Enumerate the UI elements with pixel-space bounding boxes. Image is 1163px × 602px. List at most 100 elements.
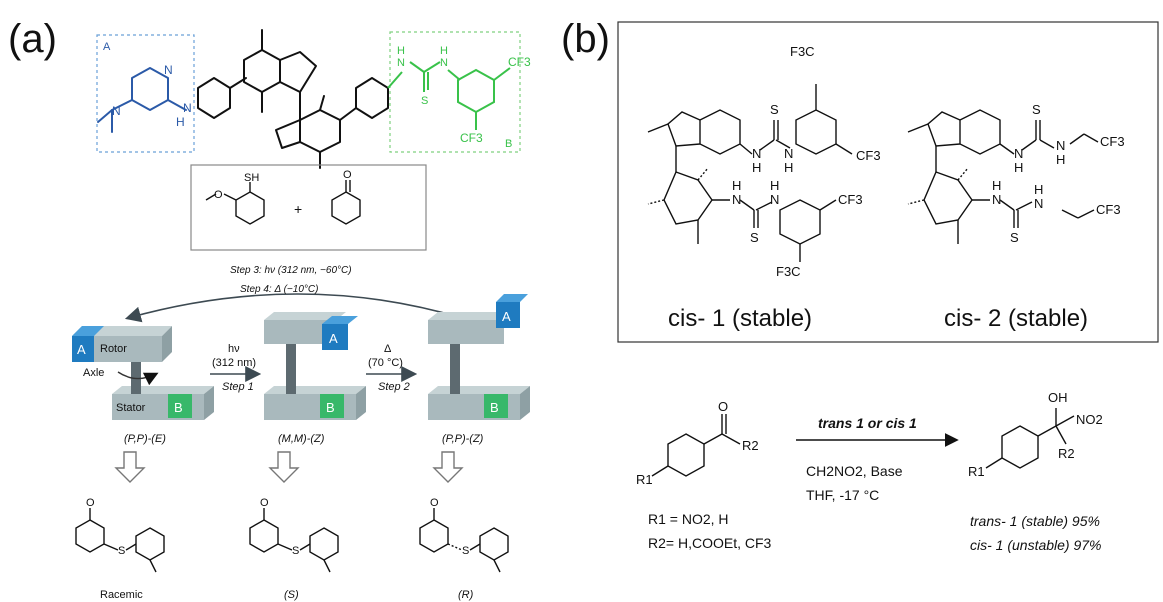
cis2-h1: H <box>1014 160 1023 175</box>
thiourea-h1-label: H <box>397 45 405 57</box>
r2-definition: R2= H,COOEt, CF3 <box>648 535 772 551</box>
cis1-caption: cis- 1 (stable) <box>668 305 812 332</box>
cis2-n3: N <box>992 192 1001 207</box>
product1-label: Racemic <box>100 589 143 601</box>
cis2-n2: N <box>1056 138 1065 153</box>
product1-s: S <box>118 545 125 557</box>
step3-label: Step 3: hν (312 nm, −60°C) <box>230 265 352 276</box>
panel-b-label: (b) <box>561 17 610 61</box>
dmap-fragment <box>97 67 187 133</box>
reactant-structure <box>651 414 741 477</box>
product3-o: O <box>430 497 439 509</box>
cis2-s-top: S <box>1032 102 1041 117</box>
product2-label: (S) <box>284 589 299 601</box>
product3-label: (R) <box>458 589 474 601</box>
box-a <box>96 34 195 153</box>
cis1-n1: N <box>752 146 761 161</box>
cis1-n4: N <box>770 192 779 207</box>
block-a-label-3: A <box>502 309 511 324</box>
panel-b-box <box>617 21 1159 343</box>
thiourea-n2-label: N <box>440 57 448 69</box>
reactant-r2: R2 <box>742 438 759 453</box>
state2-label: (M,M)-(Z) <box>278 433 325 445</box>
cis2-h3: H <box>992 178 1001 193</box>
block-a-label-2: A <box>329 331 338 346</box>
motor-state-3 <box>428 294 530 420</box>
product-r <box>419 508 509 573</box>
reagent-ketone-o: O <box>343 169 352 181</box>
yield-cis: cis- 1 (unstable) 97% <box>970 537 1102 553</box>
nh-n-label: N <box>183 101 192 115</box>
box-a-label: A <box>103 41 111 53</box>
product-structure <box>985 408 1075 469</box>
dmap-n-label: N <box>112 104 121 118</box>
block-b-label-2: B <box>326 400 335 415</box>
step4-label: Step 4: Δ (−10°C) <box>240 284 318 295</box>
cis2-n4: N <box>1034 196 1043 211</box>
cf3-top-label: CF3 <box>508 55 531 69</box>
thiophenol-structure <box>205 182 265 225</box>
reagent-o: O <box>214 189 223 201</box>
yield-trans: trans- 1 (stable) 95% <box>970 513 1100 529</box>
reagent-plus: + <box>294 201 302 217</box>
cis1-h1: H <box>752 160 761 175</box>
product1-o: O <box>86 497 95 509</box>
block-b-label-1: B <box>174 400 183 415</box>
motor-state-1 <box>72 326 214 420</box>
nh-h-label: H <box>176 115 185 129</box>
reagent-sh: SH <box>244 172 259 184</box>
cis1-cf3-bottom: F3C <box>776 264 801 279</box>
cis2-structure <box>907 109 1099 244</box>
product-r1: R1 <box>968 464 985 479</box>
arrow1-mid: (312 nm) <box>212 357 256 369</box>
cis2-n1: N <box>1014 146 1023 161</box>
cyclohexenone-structure <box>331 180 361 225</box>
cis2-h2: H <box>1056 152 1065 167</box>
cis1-n2: N <box>784 146 793 161</box>
product-s <box>249 508 339 573</box>
arrow2-top: Δ <box>384 343 392 355</box>
cis1-h2: H <box>784 160 793 175</box>
cis2-caption: cis- 2 (stable) <box>944 305 1088 332</box>
product-r2: R2 <box>1058 446 1075 461</box>
reactant-r1: R1 <box>636 472 653 487</box>
cis2-h4: H <box>1034 182 1043 197</box>
arrow-reagent-bottom: THF, -17 °C <box>806 487 879 503</box>
cf3-bottom-label: CF3 <box>460 131 483 145</box>
box-b-label: B <box>505 138 512 150</box>
cis2-cf3-top: CF3 <box>1100 134 1125 149</box>
product2-o: O <box>260 497 269 509</box>
thiourea-s-label: S <box>421 95 428 107</box>
product2-s: S <box>292 545 299 557</box>
cis1-cf3-mid: CF3 <box>838 192 863 207</box>
arrow2-mid: (70 °C) <box>368 357 403 369</box>
block-a-label-1: A <box>77 342 86 357</box>
cis1-cf3-top: F3C <box>790 44 815 59</box>
stator-label: Stator <box>116 402 146 414</box>
motor-state-2 <box>264 312 366 420</box>
cis1-h4: H <box>770 178 779 193</box>
product-no2: NO2 <box>1076 412 1103 427</box>
reagent-box <box>190 164 427 251</box>
state3-label: (P,P)-(Z) <box>442 433 484 445</box>
rotor-label: Rotor <box>100 343 127 355</box>
thiourea-fragment <box>387 61 511 130</box>
thiourea-n1-label: N <box>397 57 405 69</box>
cis1-structure <box>647 84 853 262</box>
cis1-cf3-right: CF3 <box>856 148 881 163</box>
product-racemic <box>75 508 165 573</box>
product3-s: S <box>462 545 469 557</box>
arrow2-bottom: Step 2 <box>378 381 410 393</box>
box-b <box>389 31 521 153</box>
motor-core <box>197 29 389 169</box>
arrow-reagent-top: trans 1 or cis 1 <box>818 415 917 431</box>
cis1-n3: N <box>732 192 741 207</box>
cis2-cf3-bottom: CF3 <box>1096 202 1121 217</box>
arrow-reagent-mid: CH2NO2, Base <box>806 463 903 479</box>
cis2-s-bottom: S <box>1010 230 1019 245</box>
block-b-label-3: B <box>490 400 499 415</box>
step34-arc <box>124 293 463 323</box>
cis1-s-bottom: S <box>750 230 759 245</box>
product-oh: OH <box>1048 390 1068 405</box>
